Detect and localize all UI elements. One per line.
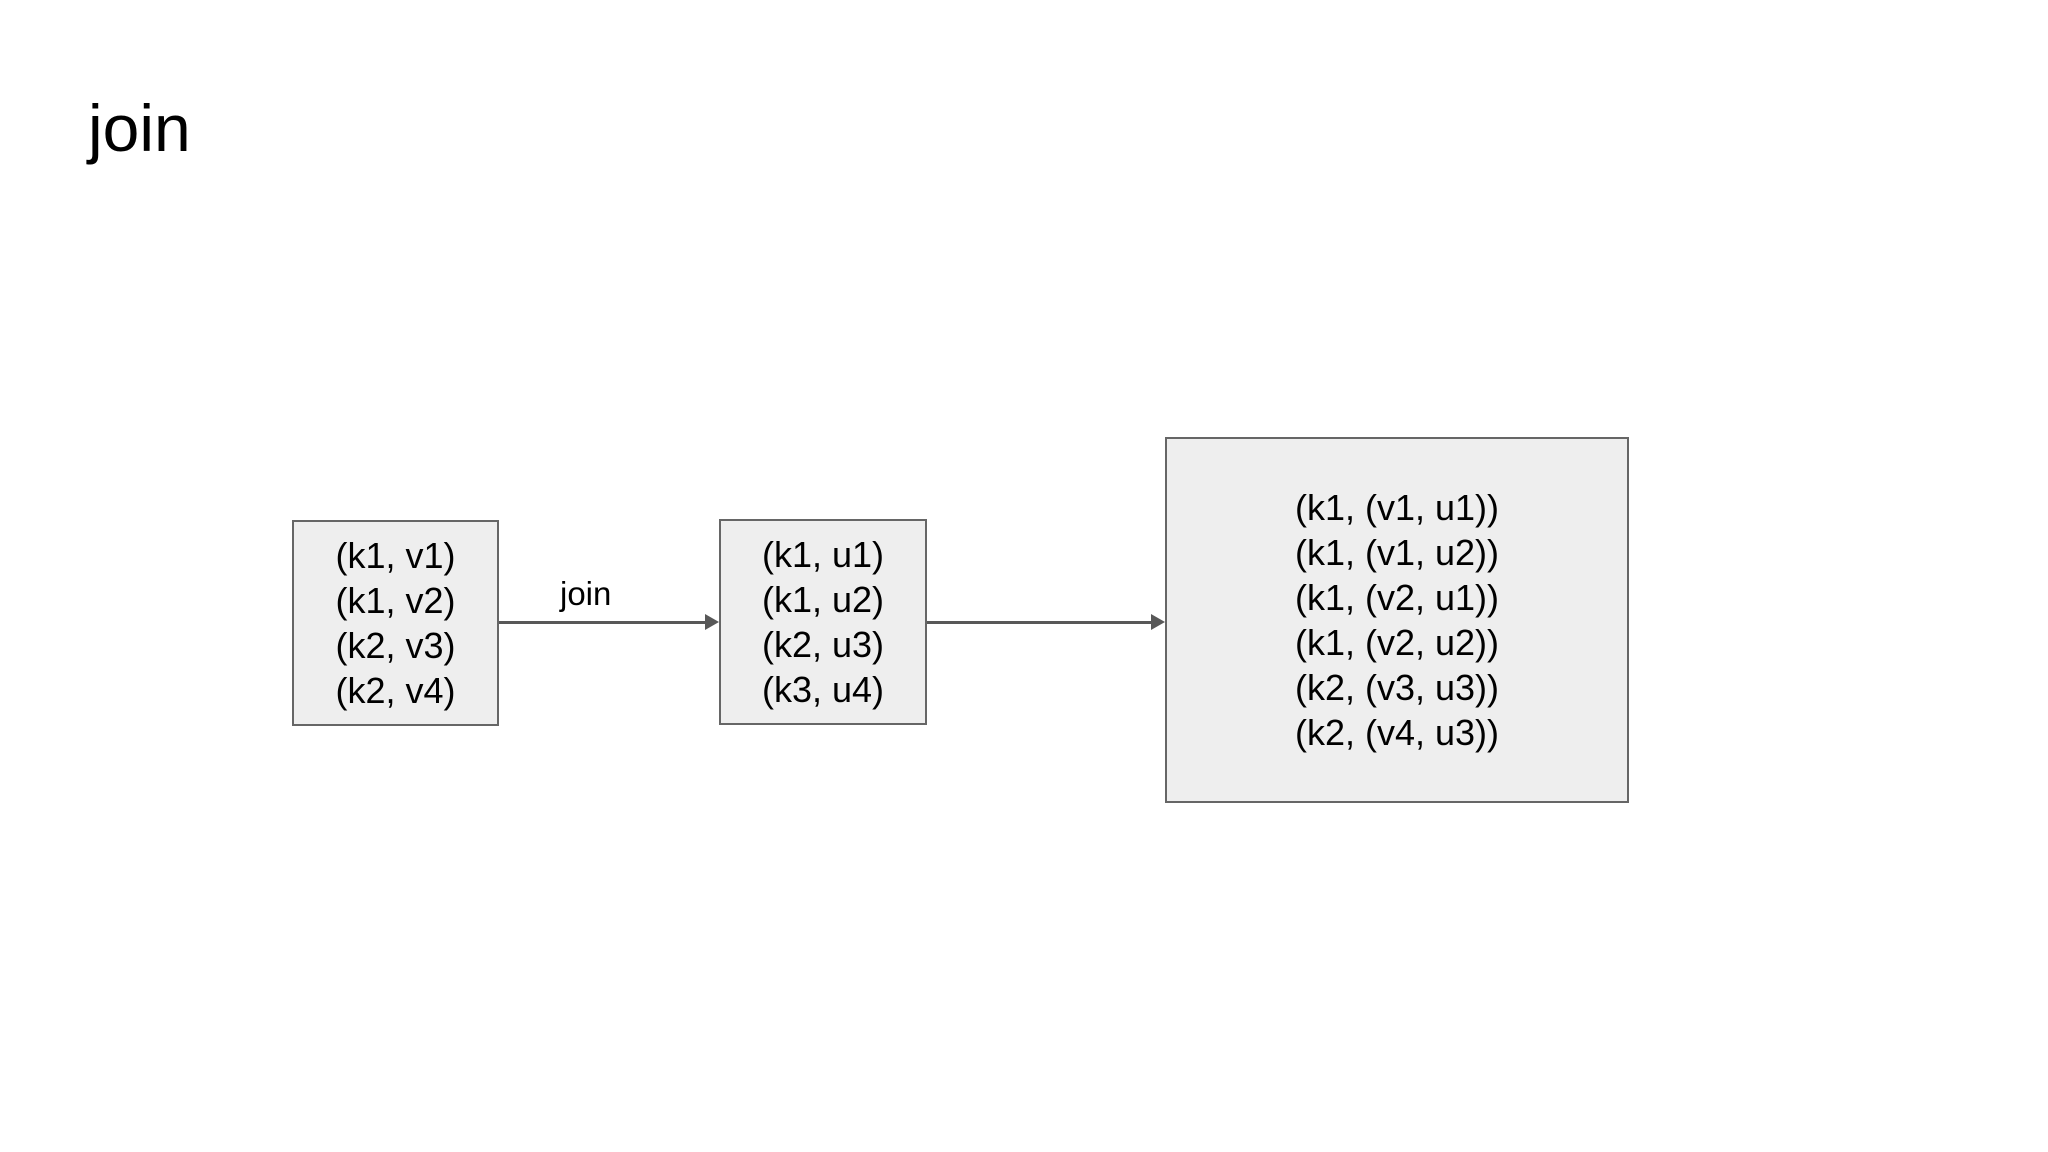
arrow-head-icon [1151,614,1165,630]
node-result-line-2: (k1, (v1, u2)) [1294,532,1500,573]
node-result-line-5: (k2, (v3, u3)) [1294,667,1500,708]
node-result-line-3: (k1, (v2, u1)) [1294,577,1500,618]
node-left-line-2: (k1, v2) [335,580,456,621]
node-join-result[interactable]: (k1, (v1, u1)) (k1, (v1, u2)) (k1, (v2, … [1165,437,1629,803]
page-title: join [88,91,191,165]
edge-label-join: join [560,575,612,612]
arrow-head-icon [705,614,719,630]
node-left-line-3: (k2, v3) [335,625,456,666]
node-result-line-1: (k1, (v1, u1)) [1294,487,1500,528]
node-right-line-3: (k2, u3) [761,624,885,665]
node-left-line-1: (k1, v1) [335,535,456,576]
node-right-dataset[interactable]: (k1, u1) (k1, u2) (k2, u3) (k3, u4) [719,519,927,725]
connector-left-to-right [499,621,705,624]
node-right-line-4: (k3, u4) [761,669,885,710]
node-right-line-2: (k1, u2) [761,579,885,620]
node-left-line-4: (k2, v4) [335,670,456,711]
node-result-line-6: (k2, (v4, u3)) [1294,712,1500,753]
node-right-line-1: (k1, u1) [761,534,885,575]
node-left-dataset[interactable]: (k1, v1) (k1, v2) (k2, v3) (k2, v4) [292,520,499,726]
connector-right-to-result [927,621,1151,624]
node-result-line-4: (k1, (v2, u2)) [1294,622,1500,663]
